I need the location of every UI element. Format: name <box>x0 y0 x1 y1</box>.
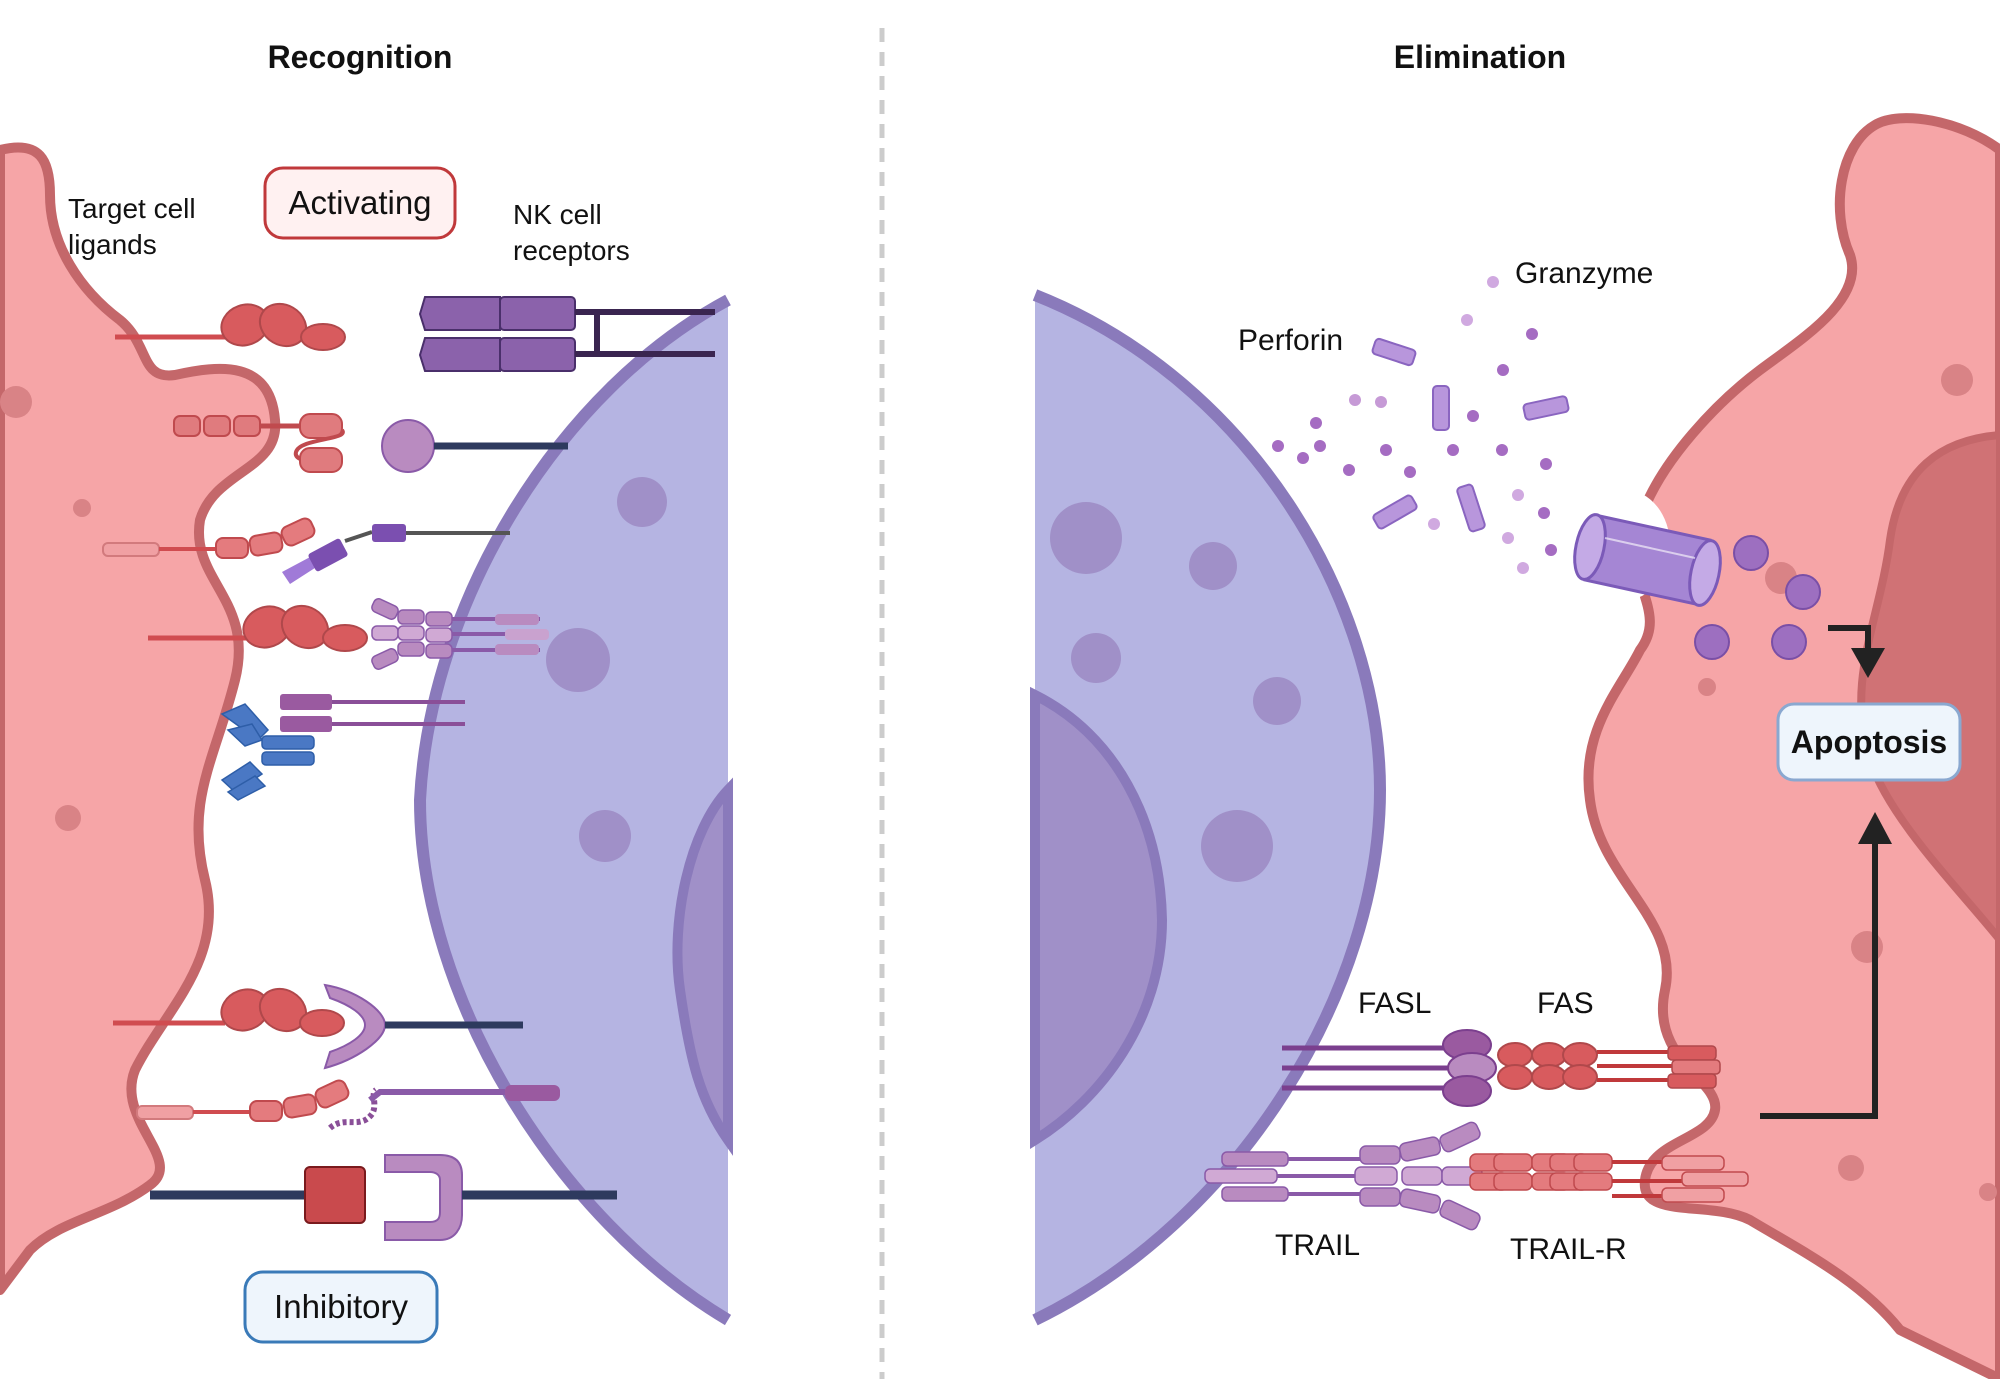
apoptosis-label: Apoptosis <box>1791 724 1947 760</box>
nk-cell-right <box>1030 289 1387 1326</box>
recognition-title: Recognition <box>268 39 453 75</box>
apoptosis-arrow-top <box>1828 625 1885 678</box>
inhibitory-badge: Inhibitory <box>243 1270 439 1344</box>
fas-label: FAS <box>1537 987 1594 1020</box>
nk-granule <box>546 628 610 692</box>
target-ligand-label-line2: ligands <box>68 229 157 260</box>
granzyme-label: Granzyme <box>1515 257 1653 290</box>
elimination-title: Elimination <box>1394 39 1566 75</box>
perforin-molecules <box>1371 337 1570 533</box>
target-granule <box>0 386 32 418</box>
target-granule <box>1838 1155 1864 1181</box>
target-ligand-label-line1: Target cell <box>68 193 196 224</box>
receptor-pair-8 <box>150 1154 617 1241</box>
trail-label: TRAIL <box>1275 1229 1360 1262</box>
nk-cell-left <box>413 294 733 1326</box>
target-granule <box>1698 678 1716 696</box>
granzyme-molecules <box>1272 276 1557 574</box>
granzyme-intracellular <box>1694 535 1821 660</box>
receptor-pair-6 <box>113 983 523 1070</box>
apoptosis-badge: Apoptosis <box>1776 702 1962 782</box>
nk-granule <box>1201 810 1273 882</box>
nk-granule <box>1071 633 1121 683</box>
receptor-pair-1 <box>115 296 715 372</box>
apoptosis-arrow-bottom <box>1760 812 1892 1119</box>
trail-r-label: TRAIL-R <box>1510 1233 1627 1266</box>
receptor-pair-4 <box>148 598 549 670</box>
fasl-fas-pair <box>1282 1029 1721 1107</box>
inhibitory-label: Inhibitory <box>274 1288 408 1325</box>
perforin-label: Perforin <box>1238 324 1343 357</box>
activating-label: Activating <box>288 184 431 221</box>
nk-granule <box>579 810 631 862</box>
target-granule <box>1851 931 1883 963</box>
nk-granule <box>1189 542 1237 590</box>
target-granule <box>55 805 81 831</box>
activating-badge: Activating <box>263 166 457 240</box>
nk-receptor-label-line1: NK cell <box>513 199 602 230</box>
target-granule <box>1979 1183 1997 1201</box>
perforin-pore <box>1573 490 1722 607</box>
target-granule <box>73 499 91 517</box>
receptor-pair-5 <box>220 694 465 801</box>
receptor-pair-7 <box>136 1079 560 1131</box>
nk-receptor-label-line2: receptors <box>513 235 630 266</box>
nk-granule <box>617 477 667 527</box>
nk-granule <box>1050 502 1122 574</box>
fasl-label: FASL <box>1358 987 1431 1020</box>
receptor-pair-2 <box>173 413 568 473</box>
receptor-pair-3 <box>102 517 510 584</box>
trail-trail-r-pair <box>1204 1121 1749 1231</box>
nk-granule <box>1253 677 1301 725</box>
target-granule <box>1941 364 1973 396</box>
